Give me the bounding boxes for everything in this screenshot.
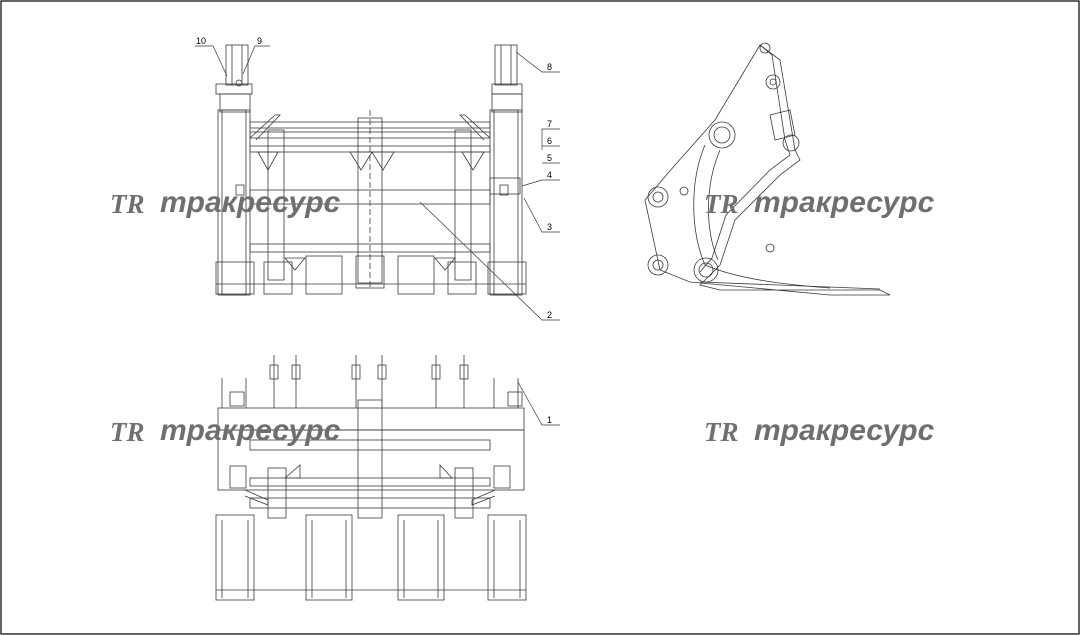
leader-lines	[195, 45, 560, 426]
callout-labels: 10 9 8 7 6 5 4 3 2 1	[196, 36, 552, 425]
watermark-logo: TR	[704, 189, 739, 219]
watermark-bottom-right: TR тракресурс	[704, 414, 935, 447]
watermark-text: тракресурс	[160, 186, 341, 219]
front-view-top	[215, 44, 527, 296]
watermark-bottom-left: TR тракресурс	[110, 414, 341, 447]
callout-6: 6	[547, 136, 552, 146]
watermark-top-left: TR тракресурс	[110, 186, 341, 219]
callout-10: 10	[196, 36, 206, 46]
plan-view-bottom	[215, 355, 527, 601]
watermark-logo: TR	[110, 417, 145, 447]
watermark-text: тракресурс	[754, 414, 935, 447]
callout-4: 4	[547, 170, 552, 180]
watermark-top-right: TR тракресурс	[704, 186, 935, 219]
callout-1: 1	[547, 415, 552, 425]
watermark-logo: TR	[704, 417, 739, 447]
callout-7: 7	[547, 119, 552, 129]
side-view	[644, 42, 891, 296]
watermark-logo: TR	[110, 189, 145, 219]
callout-2: 2	[547, 310, 552, 320]
callout-5: 5	[547, 153, 552, 163]
callout-9: 9	[257, 36, 262, 46]
watermark-text: тракресурс	[160, 414, 341, 447]
callout-3: 3	[547, 222, 552, 232]
callout-8: 8	[547, 62, 552, 72]
watermark-text: тракресурс	[754, 186, 935, 219]
